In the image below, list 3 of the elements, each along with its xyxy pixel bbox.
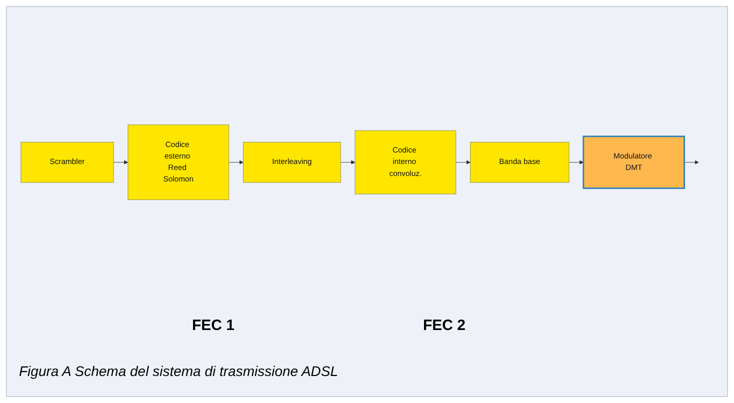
group-label: FEC 2 [423, 317, 466, 334]
group-label: FEC 1 [192, 317, 235, 334]
figure-caption: Figura A Schema del sistema di trasmissione ADSL [19, 363, 338, 379]
